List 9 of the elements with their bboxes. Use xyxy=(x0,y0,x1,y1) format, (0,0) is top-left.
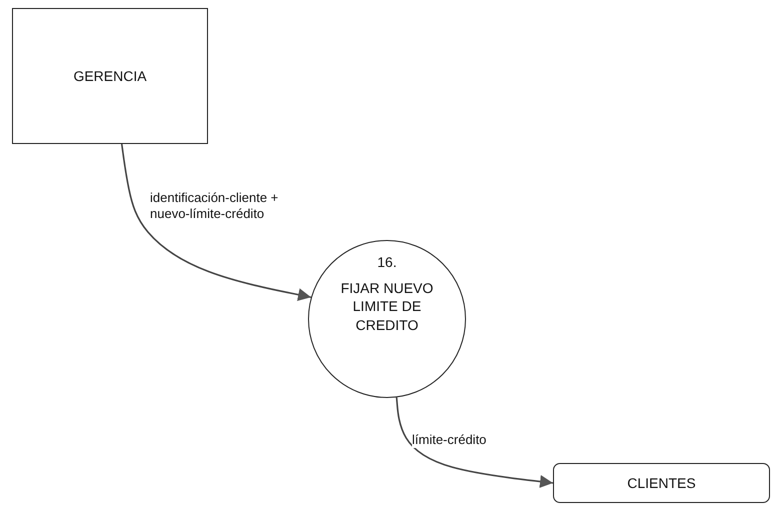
edge-label: límite-crédito xyxy=(412,432,486,448)
node-label: CLIENTES xyxy=(627,474,696,492)
node-label: GERENCIA xyxy=(73,66,147,86)
data-store-box xyxy=(553,463,770,503)
node-label: FIJAR NUEVO LIMITE DE CREDITO xyxy=(340,279,434,334)
arrow xyxy=(120,144,312,302)
process-number: 16. xyxy=(377,253,397,272)
arrow xyxy=(396,397,554,488)
external-entity-box xyxy=(12,8,208,144)
